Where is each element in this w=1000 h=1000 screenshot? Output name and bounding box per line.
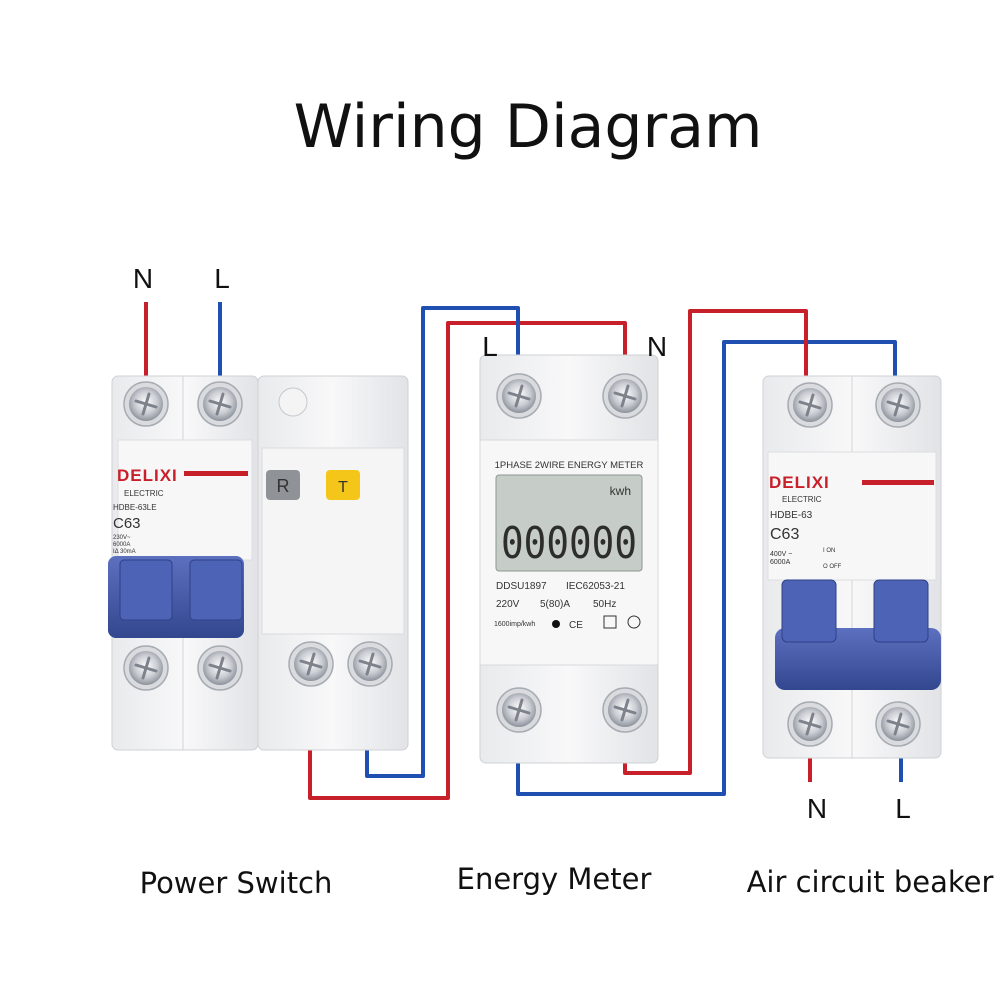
- energy-meter: 1PHASE 2WIRE ENERGY METER kwh 000000 DDS…: [457, 331, 667, 896]
- switch-l-in-screw: [196, 380, 244, 428]
- meter-to-breaker-live-wire: [516, 340, 897, 796]
- power-switch: R T DELIXI ELECTRIC HDBE-63LE C63 230V~ …: [108, 263, 409, 900]
- power-switch-spec: 230V~: [113, 535, 131, 541]
- test-button-label: T: [338, 479, 348, 496]
- switch-to-meter-neutral-wire: [308, 321, 627, 800]
- switch-n-in-screw: [122, 380, 170, 428]
- energy-meter-caption: Energy Meter: [457, 862, 652, 896]
- meter-current: 5(80)A: [540, 599, 570, 610]
- meter-l-out-screw: [495, 686, 543, 734]
- breaker-switch-mark: O OFF: [823, 564, 842, 570]
- breaker-brand: DELIXI: [769, 473, 830, 492]
- breaker-terminal-n-label: N: [807, 793, 827, 824]
- breaker-model: HDBE-63: [770, 510, 813, 521]
- breaker-handle: [775, 628, 941, 690]
- switch-l-out-screw: [196, 644, 244, 692]
- switch-out-screw-1: [287, 640, 335, 688]
- meter-voltage: 220V: [496, 599, 520, 610]
- breaker-l-in-screw: [874, 381, 922, 429]
- breaker-sub: ELECTRIC: [782, 495, 822, 504]
- meter-frequency: 50Hz: [593, 599, 616, 610]
- switch-terminal-n-label: N: [133, 263, 153, 294]
- circuit-breaker-caption: Air circuit beaker: [747, 865, 994, 899]
- meter-standard: IEC62053-21: [566, 581, 625, 592]
- meter-l-in-screw: [495, 372, 543, 420]
- breaker-switch-mark: I ON: [823, 548, 835, 554]
- power-switch-sub: ELECTRIC: [124, 489, 164, 498]
- meter-terminal-n-label: N: [647, 331, 667, 362]
- meter-pulse-led: [552, 620, 560, 628]
- power-switch-model: HDBE-63LE: [113, 503, 157, 512]
- meter-model: DDSU1897: [496, 581, 547, 592]
- meter-impulse: 1600imp/kwh: [494, 621, 535, 628]
- meter-reading: 000000: [501, 518, 637, 569]
- meter-header: 1PHASE 2WIRE ENERGY METER: [495, 460, 644, 471]
- power-switch-rating: C63: [113, 515, 141, 532]
- power-switch-brand: DELIXI: [117, 466, 178, 485]
- page-title: Wiring Diagram: [294, 92, 763, 162]
- meter-marks: CE: [569, 620, 583, 631]
- circuit-breaker: DELIXI ELECTRIC HDBE-63 C63 400V ~ 6000A…: [747, 375, 994, 899]
- switch-out-screw-2: [346, 640, 394, 688]
- breaker-spec: 6000A: [770, 559, 791, 566]
- breaker-n-out-screw: [786, 700, 834, 748]
- reset-button-label: R: [277, 476, 290, 496]
- breaker-l-out-screw: [874, 700, 922, 748]
- meter-n-in-screw: [601, 372, 649, 420]
- breaker-n-in-screw: [786, 381, 834, 429]
- meter-lcd: [495, 474, 643, 572]
- switch-to-meter-live-wire: [365, 306, 520, 778]
- power-switch-caption: Power Switch: [140, 866, 333, 900]
- breaker-rating: C63: [770, 526, 799, 543]
- power-switch-spec: IΔ 30mA: [113, 549, 136, 555]
- switch-n-out-screw: [122, 644, 170, 692]
- switch-terminal-l-label: L: [214, 263, 230, 294]
- meter-n-out-screw: [601, 686, 649, 734]
- power-switch-spec: 6000A: [113, 542, 130, 548]
- meter-terminal-l-label: L: [482, 331, 498, 362]
- meter-unit: kwh: [610, 484, 631, 498]
- breaker-spec: 400V ~: [770, 551, 792, 558]
- breaker-terminal-l-label: L: [895, 793, 911, 824]
